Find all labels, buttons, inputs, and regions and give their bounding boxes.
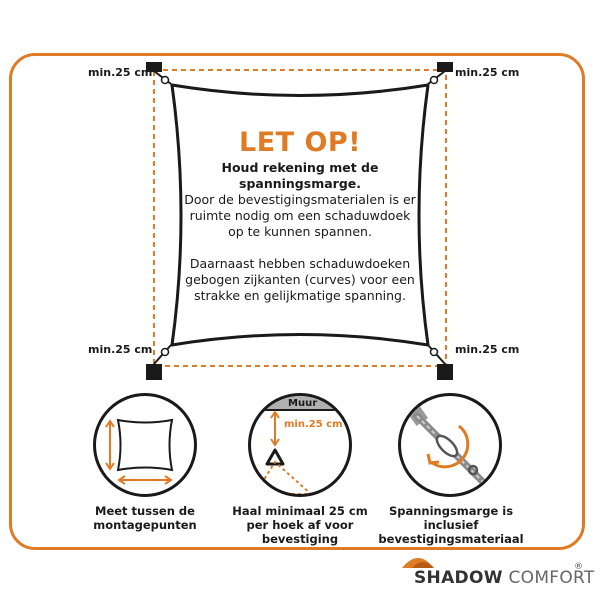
brand-logo: SHADOW COMFORT ® [398,548,594,594]
turnbuckle [435,434,459,458]
corner-label-bottom-left: min.25 cm [88,343,153,356]
registered-mark: ® [574,562,583,572]
tip-wall-illustration: Muur min.25 cm [248,393,352,497]
sail-corner [253,460,313,494]
distance-label: min.25 cm [284,419,343,430]
hook-icon [467,464,479,476]
ring-top-left [160,75,170,85]
ring-bottom-left [160,347,170,357]
ring-bottom-right [429,347,439,357]
ring-top-right [429,75,439,85]
tip-tension-illustration [398,393,502,497]
measurement-outline [153,69,447,367]
small-sail-icon [116,418,174,472]
brand-name-shadow: SHADOW [414,568,503,588]
wall-label: Muur [288,398,318,409]
notice-subheading: Houd rekening met de spanningsmarge. [221,160,379,191]
mounting-post-top-left [146,62,162,72]
notice-paragraph-2: Daarnaast hebben schaduwdoeken gebogen z… [185,256,415,303]
mounting-post-top-right [437,62,453,72]
corner-label-top-right: min.25 cm [455,66,520,79]
notice-paragraph-1: Door de bevestigingsmaterialen is er rui… [184,192,416,239]
content-frame [9,53,585,550]
tip-measure-illustration [93,393,197,497]
mounting-post-bottom-right [437,364,453,380]
wall [251,396,349,410]
tip-measure-caption: Meet tussen de montagepunten [93,504,197,532]
tip-tension-caption: Spanningsmarge is inclusief bevestigings… [378,504,524,546]
tip-wall-caption: Haal minimaal 25 cm per hoek af voor bev… [232,504,368,546]
shade-sail [170,83,430,347]
brand-name-comfort: COMFORT [508,568,595,588]
corner-label-top-left: min.25 cm [88,66,153,79]
mounting-post-bottom-left [146,364,162,380]
rotate-arrow-icon [430,424,470,469]
corner-label-bottom-right: min.25 cm [455,343,520,356]
notice-headline: LET OP! [238,127,362,158]
triangle-ring-icon [265,448,285,466]
notice-block: LET OP! Houd rekening met de spanningsma… [182,128,418,304]
